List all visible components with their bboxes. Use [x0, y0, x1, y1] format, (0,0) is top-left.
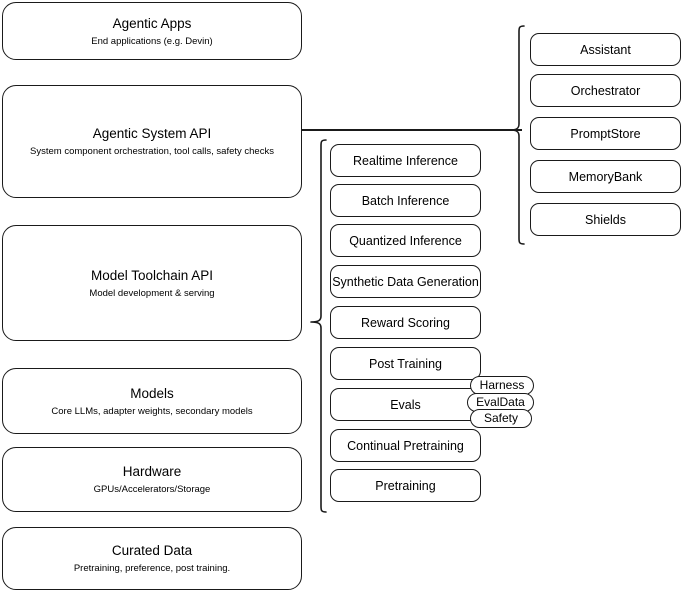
layer-subtitle: Model development & serving — [89, 287, 215, 299]
brace-system-components — [510, 25, 525, 245]
layer-subtitle: System component orchestration, tool cal… — [30, 146, 274, 157]
layer-title: Curated Data — [111, 543, 193, 558]
stack-layer-curated-data[interactable]: Curated Data Pretraining, preference, po… — [2, 527, 302, 590]
layer-title: Model Toolchain API — [90, 267, 214, 283]
brace-toolchain-components — [310, 139, 327, 513]
layer-subtitle: Core LLMs, adapter weights, secondary mo… — [51, 405, 253, 417]
layer-subtitle: End applications (e.g. Devin) — [91, 35, 213, 47]
layer-title: Agentic Apps — [112, 15, 192, 31]
component-label: Quantized Inference — [349, 233, 462, 248]
connector-agentic-system-api-to-components — [302, 129, 522, 131]
component-label: Post Training — [369, 356, 442, 371]
tag-label: EvalData — [476, 395, 525, 409]
stack-layer-agentic-system-api[interactable]: Agentic System API System component orch… — [2, 85, 302, 198]
layer-subtitle: GPUs/Accelerators/Storage — [93, 484, 211, 495]
system-component-assistant[interactable]: Assistant — [530, 33, 681, 66]
system-component-memorybank[interactable]: MemoryBank — [530, 160, 681, 193]
layer-subtitle: Pretraining, preference, post training. — [73, 563, 231, 574]
system-component-shields[interactable]: Shields — [530, 203, 681, 236]
toolchain-component-post-training[interactable]: Post Training — [330, 347, 481, 380]
toolchain-component-batch-inference[interactable]: Batch Inference — [330, 184, 481, 217]
component-label: Orchestrator — [570, 83, 641, 98]
component-label: MemoryBank — [568, 169, 643, 184]
component-label: PromptStore — [570, 126, 641, 141]
stack-layer-model-toolchain-api[interactable]: Model Toolchain API Model development & … — [2, 225, 302, 341]
toolchain-component-continual-pretraining[interactable]: Continual Pretraining — [330, 429, 481, 462]
layer-title: Models — [130, 385, 174, 401]
component-label: Continual Pretraining — [347, 438, 464, 453]
tag-label: Harness — [479, 378, 525, 392]
component-label: Synthetic Data Generation — [332, 274, 479, 289]
toolchain-component-quantized-inference[interactable]: Quantized Inference — [330, 224, 481, 257]
evals-tag-safety[interactable]: Safety — [470, 409, 532, 428]
system-component-orchestrator[interactable]: Orchestrator — [530, 74, 681, 107]
stack-layer-agentic-apps[interactable]: Agentic Apps End applications (e.g. Devi… — [2, 2, 302, 60]
component-label: Batch Inference — [361, 193, 450, 208]
stack-layer-models[interactable]: Models Core LLMs, adapter weights, secon… — [2, 368, 302, 434]
toolchain-component-synthetic-data-generation[interactable]: Synthetic Data Generation — [330, 265, 481, 298]
toolchain-component-pretraining[interactable]: Pretraining — [330, 469, 481, 502]
tag-label: Safety — [483, 411, 519, 425]
toolchain-component-evals[interactable]: Evals — [330, 388, 481, 421]
component-label: Realtime Inference — [353, 153, 458, 168]
layer-title: Agentic System API — [92, 126, 212, 141]
component-label: Evals — [390, 397, 421, 412]
component-label: Reward Scoring — [361, 315, 450, 330]
toolchain-component-reward-scoring[interactable]: Reward Scoring — [330, 306, 481, 339]
layer-title: Hardware — [122, 464, 182, 479]
evals-tag-evaldata[interactable]: EvalData — [467, 393, 534, 412]
stack-layer-hardware[interactable]: Hardware GPUs/Accelerators/Storage — [2, 447, 302, 512]
toolchain-component-realtime-inference[interactable]: Realtime Inference — [330, 144, 481, 177]
component-label: Pretraining — [375, 478, 436, 493]
system-component-promptstore[interactable]: PromptStore — [530, 117, 681, 150]
component-label: Assistant — [580, 42, 631, 57]
component-label: Shields — [585, 212, 626, 227]
